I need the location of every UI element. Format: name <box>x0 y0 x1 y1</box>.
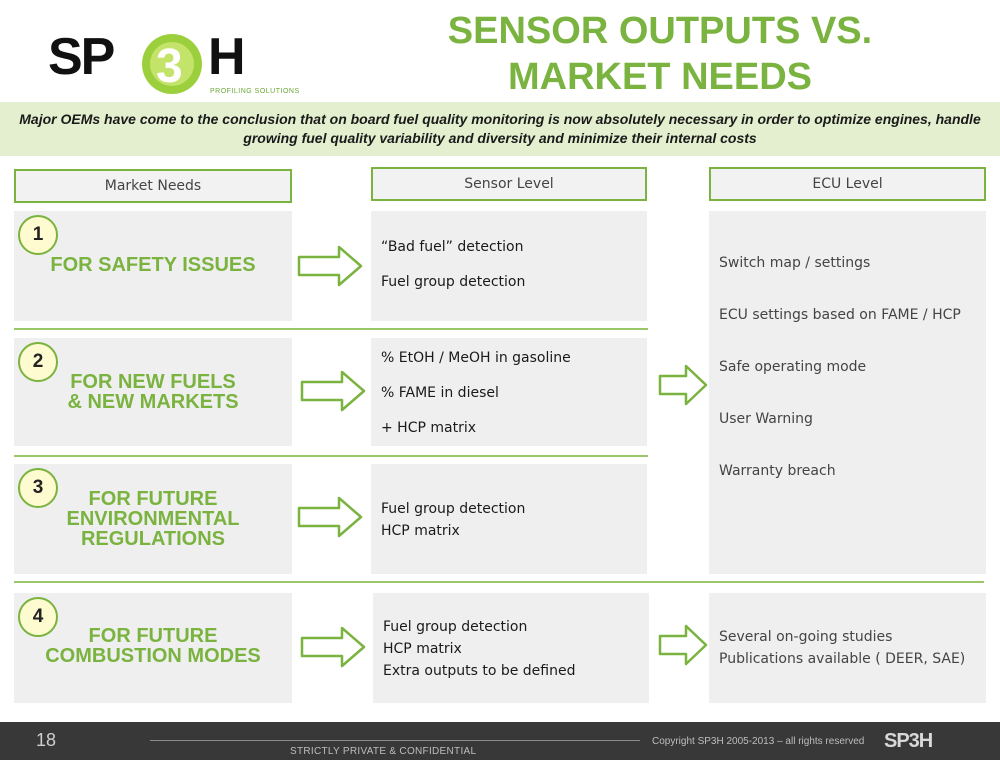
header-ecu-level: ECU Level <box>709 167 986 201</box>
footer-divider <box>150 740 640 741</box>
ecu-line: Safe operating mode <box>719 359 867 375</box>
header-sensor-level: Sensor Level <box>371 167 647 201</box>
need-label-3-line-1: FOR FUTURE <box>88 488 218 510</box>
sensor-line: “Bad fuel” detection <box>381 239 524 255</box>
need-box-3: FOR FUTURE ENVIRONMENTAL REGULATIONS <box>14 464 292 574</box>
ecu-line: Several on-going studies <box>719 629 893 645</box>
need-label-4-line-2: COMBUSTION MODES <box>45 645 261 667</box>
need-label-3: FOR FUTURE ENVIRONMENTAL REGULATIONS <box>14 489 292 549</box>
sensor-line: Fuel group detection <box>381 274 526 290</box>
arrow-right-icon <box>658 624 708 666</box>
sensor-line: + HCP matrix <box>381 420 477 436</box>
need-label-2-line-1: FOR NEW FUELS <box>70 371 236 393</box>
logo-graphic: SP 3 H <box>48 28 246 94</box>
sensor-line: HCP matrix <box>381 523 460 539</box>
need-label-3-line-3: REGULATIONS <box>80 528 226 550</box>
number-badge-3: 3 <box>18 468 58 508</box>
need-label-1-line-1: FOR SAFETY ISSUES <box>50 254 256 276</box>
sensor-line: Fuel group detection <box>381 501 526 517</box>
footer-bar: 18 STRICTLY PRIVATE & CONFIDENTIAL Copyr… <box>0 722 1000 760</box>
sensor-box-1: “Bad fuel” detection Fuel group detectio… <box>371 211 647 321</box>
svg-text:SP: SP <box>48 28 114 86</box>
ecu-box-main: Switch map / settings ECU settings based… <box>709 211 986 574</box>
footer-logo: SP3H <box>884 730 933 752</box>
ecu-line: ECU settings based on FAME / HCP <box>719 307 961 323</box>
sensor-box-2: % EtOH / MeOH in gasoline % FAME in dies… <box>371 338 647 446</box>
confidential-notice: STRICTLY PRIVATE & CONFIDENTIAL <box>290 746 477 757</box>
sp3h-logo: SP 3 H PROFILING SOLUTIONS <box>48 28 318 98</box>
sensor-line: Extra outputs to be defined <box>383 663 576 679</box>
need-box-1: FOR SAFETY ISSUES <box>14 211 292 321</box>
number-badge-2: 2 <box>18 342 58 382</box>
need-box-4: FOR FUTURE COMBUSTION MODES <box>14 593 292 703</box>
need-box-2: FOR NEW FUELS & NEW MARKETS <box>14 338 292 446</box>
number-badge-1: 1 <box>18 215 58 255</box>
ecu-line: User Warning <box>719 411 813 427</box>
need-label-3-line-2: ENVIRONMENTAL <box>66 508 240 530</box>
logo-subtitle: PROFILING SOLUTIONS <box>210 88 300 95</box>
arrow-right-icon <box>297 245 363 287</box>
arrow-right-icon <box>300 370 366 412</box>
title-line-2: MARKET NEEDS <box>507 56 813 98</box>
sensor-line: % FAME in diesel <box>381 385 499 401</box>
need-label-1: FOR SAFETY ISSUES <box>14 255 292 275</box>
need-label-4-line-1: FOR FUTURE <box>88 625 218 647</box>
sensor-line: Fuel group detection <box>383 619 528 635</box>
sensor-line: % EtOH / MeOH in gasoline <box>381 350 571 366</box>
ecu-line: Warranty breach <box>719 463 836 479</box>
need-label-2-line-2: & NEW MARKETS <box>67 391 239 413</box>
intro-banner: Major OEMs have come to the conclusion t… <box>0 102 1000 156</box>
sensor-box-3: Fuel group detection HCP matrix <box>371 464 647 574</box>
title-line-1: SENSOR OUTPUTS VS. <box>447 10 873 52</box>
page-number: 18 <box>36 730 57 750</box>
copyright-notice: Copyright SP3H 2005-2013 – all rights re… <box>652 736 865 747</box>
ecu-line: Switch map / settings <box>719 255 871 271</box>
ecu-line: Publications available ( DEER, SAE) <box>719 651 966 667</box>
row-separator <box>14 328 648 330</box>
page-title: SENSOR OUTPUTS VS. MARKET NEEDS <box>400 8 920 100</box>
number-badge-4: 4 <box>18 597 58 637</box>
row-separator <box>14 455 648 457</box>
arrow-right-icon <box>297 496 363 538</box>
ecu-box-future: Several on-going studies Publications av… <box>709 593 986 703</box>
header-market-needs: Market Needs <box>14 169 292 203</box>
need-label-4: FOR FUTURE COMBUSTION MODES <box>14 626 292 666</box>
arrow-right-icon <box>658 364 708 406</box>
svg-text:H: H <box>208 28 246 86</box>
sensor-box-4: Fuel group detection HCP matrix Extra ou… <box>373 593 649 703</box>
row-separator <box>14 581 984 583</box>
arrow-right-icon <box>300 626 366 668</box>
sensor-line: HCP matrix <box>383 641 462 657</box>
need-label-2: FOR NEW FUELS & NEW MARKETS <box>14 372 292 412</box>
svg-text:3: 3 <box>156 40 183 93</box>
